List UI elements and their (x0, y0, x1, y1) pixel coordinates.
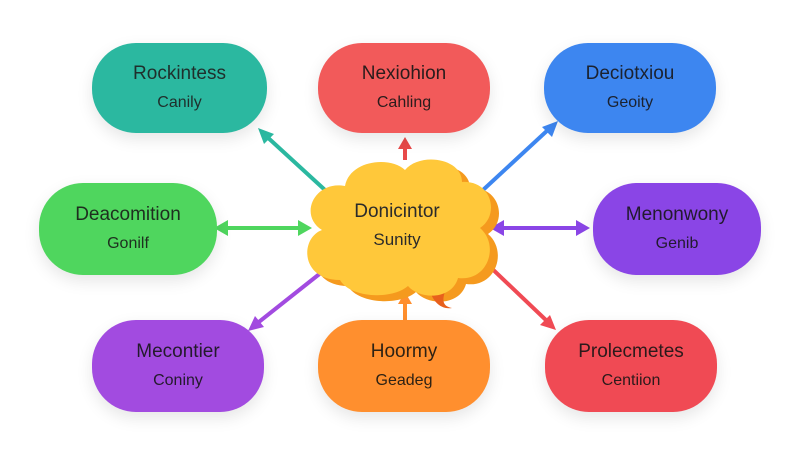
center-cloud (307, 159, 500, 309)
center-node[interactable]: Donicintor Sunity (327, 200, 467, 252)
node-bottom-right-title: Prolecmetes (578, 341, 684, 362)
connector-top-left (258, 128, 327, 192)
node-top-right-subtitle: Geoity (606, 94, 654, 111)
connector-bottom-right (483, 260, 556, 330)
node-bottom-right-subtitle: Centiion (601, 372, 661, 389)
center-title: Donicintor (354, 201, 440, 222)
node-bottom-center-title: Hoormy (370, 341, 438, 362)
node-middle-right[interactable]: Menonwony Genib (593, 183, 761, 275)
node-top-left-subtitle: Canily (157, 94, 202, 111)
node-bottom-center[interactable]: Hoormy Geadeg (318, 320, 490, 412)
node-middle-left-title: Deacomition (75, 204, 181, 225)
connector-bottom-left (248, 266, 329, 331)
node-top-left[interactable]: Rockintess Canily (92, 43, 267, 133)
node-bottom-right[interactable]: Prolecmetes Centiion (545, 320, 717, 412)
connector-middle-right (490, 220, 590, 236)
connector-top-center (398, 137, 412, 160)
node-top-left-title: Rockintess (133, 63, 226, 84)
connector-middle-left (214, 220, 312, 236)
node-middle-right-subtitle: Genib (655, 235, 699, 252)
center-subtitle: Sunity (373, 230, 421, 249)
node-top-center[interactable]: Nexiohion Cahling (318, 43, 490, 133)
node-top-right[interactable]: Deciotxiou Geoity (544, 43, 716, 133)
connector-top-right (481, 121, 558, 192)
node-top-right-title: Deciotxiou (585, 63, 675, 84)
node-top-center-subtitle: Cahling (376, 94, 432, 111)
node-middle-right-title: Menonwony (625, 204, 729, 225)
node-top-center-title: Nexiohion (361, 63, 447, 84)
node-middle-left-subtitle: Gonilf (107, 235, 149, 252)
node-middle-left[interactable]: Deacomition Gonilf (39, 183, 217, 275)
node-bottom-left-title: Mecontier (136, 341, 220, 362)
node-bottom-center-subtitle: Geadeg (375, 372, 433, 389)
node-bottom-left[interactable]: Mecontier Coniny (92, 320, 264, 412)
node-bottom-left-subtitle: Coniny (153, 372, 203, 389)
